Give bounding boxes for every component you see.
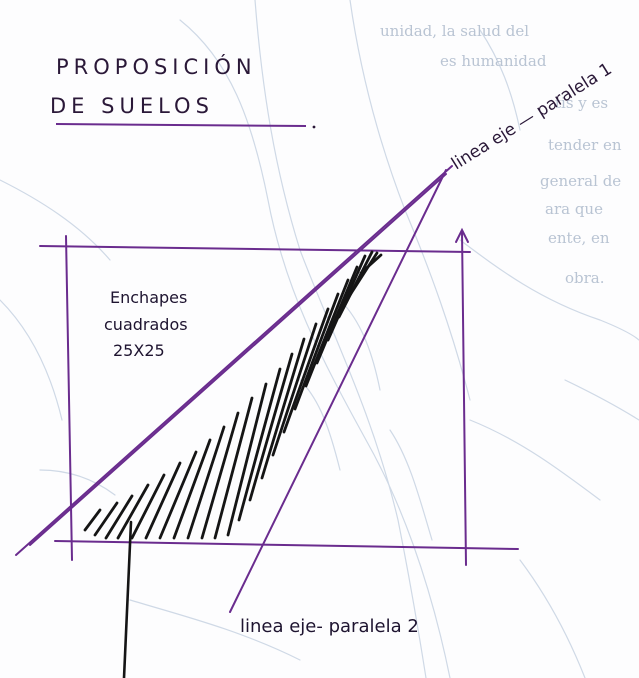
title-line-1: PROPOSICIÓN	[56, 54, 257, 79]
material-label-line-3: 25X25	[113, 341, 165, 360]
axis-1-label: linea eje — paralela 1	[448, 59, 616, 174]
background-text-line: tender en	[548, 136, 622, 154]
material-label-line-2: cuadrados	[104, 315, 188, 334]
room-right-edge	[461, 231, 467, 566]
axis-line-parallel-1-double	[29, 173, 447, 546]
background-text-line: general de	[540, 172, 621, 190]
axis-1-label-group: linea eje — paralela 1	[448, 59, 616, 174]
axis-line-parallel-2	[229, 169, 447, 613]
room-outline	[39, 227, 519, 566]
axis-2-label: linea eje- paralela 2	[240, 616, 419, 637]
title-block: PROPOSICIÓN DE SUELOS	[50, 54, 257, 118]
title-underline	[55, 123, 307, 127]
background-text-line: es humanidad	[440, 52, 547, 70]
title-dot	[312, 125, 316, 129]
background-text-line: unidad, la salud del	[380, 22, 529, 40]
hatched-zone	[83, 250, 383, 540]
material-label-line-1: Enchapes	[110, 288, 187, 307]
background-text-line: ente, en	[548, 229, 610, 247]
background-text: unidad, la salud del es humanidad tis y …	[380, 22, 622, 287]
room-bottom-edge	[54, 540, 519, 550]
title-line-2: DE SUELOS	[50, 94, 214, 118]
background-text-line: obra.	[565, 269, 605, 287]
material-label: Enchapes cuadrados 25X25	[104, 288, 188, 360]
room-top-edge	[39, 245, 471, 253]
room-right-arrowhead	[455, 227, 469, 243]
background-text-line: ara que	[545, 200, 603, 218]
axis-lines	[15, 165, 453, 613]
background-text-line: tis y es	[555, 94, 608, 112]
axis-line-parallel-1	[15, 165, 453, 556]
leader-line	[122, 520, 133, 678]
